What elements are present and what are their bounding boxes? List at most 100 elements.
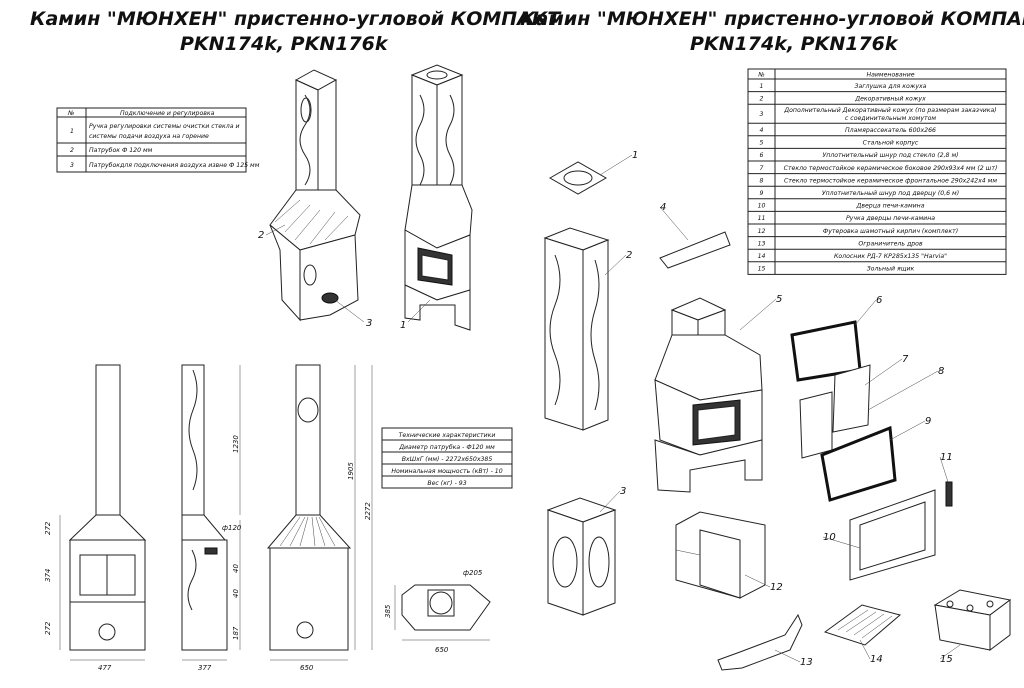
callout-5: 5 (776, 294, 782, 305)
specs-header: Технические характеристики (399, 432, 496, 439)
conn-row-name: системы подачи воздуха на горение (89, 133, 209, 140)
part-7-glass (799, 391, 833, 459)
parts-header-no: № (757, 72, 764, 79)
part-10-door (849, 489, 936, 581)
part-13-log-limiter (717, 613, 803, 671)
callout-10: 10 (823, 532, 836, 543)
back-view (266, 364, 373, 661)
title-right-line1: Камин "МЮНХЕН" пристенно-угловой КОМПАКТ (520, 8, 1024, 30)
callout-13: 13 (800, 657, 813, 668)
callout-8: 8 (938, 366, 944, 377)
parts-row-no: 12 (758, 228, 766, 235)
callout-14: 14 (870, 654, 883, 665)
title-left-line2: PKN174k, PKN176k (180, 33, 389, 55)
conn-header-name: Подключение и регулировка (120, 110, 215, 117)
parts-row-no: 6 (760, 152, 764, 159)
dim-label: 377 (198, 664, 212, 672)
parts-row-no: 8 (760, 177, 764, 184)
parts-row-no: 7 (760, 165, 764, 172)
callout-7: 7 (902, 354, 909, 365)
parts-row-no: 5 (760, 140, 764, 147)
front-view (59, 364, 147, 661)
conn-row-name: Патрубок Ф 120 мм (89, 146, 153, 154)
parts-row-name: Ручка дверцы печи-камина (846, 215, 935, 222)
dim-label: ф120 (222, 524, 242, 532)
dim-label: 650 (435, 646, 449, 654)
callout-2: 2 (258, 230, 264, 241)
dim-label: 650 (300, 664, 314, 672)
conn-row-name: Ручка регулировки системы очистки стекла… (89, 123, 240, 130)
dim-label: ф205 (463, 569, 483, 577)
parts-row-no: 2 (760, 95, 764, 102)
part-15-ash-box (933, 589, 1012, 651)
part-5-body (654, 297, 763, 493)
parts-row-no: 15 (758, 266, 766, 273)
dim-label: 272 (44, 621, 52, 635)
parts-row-no: 10 (758, 203, 766, 210)
iso-view-front (404, 64, 473, 331)
parts-row-no: 9 (760, 190, 764, 197)
dim-label: 272 (44, 521, 52, 535)
parts-header-name: Наименование (866, 72, 914, 79)
dim-label: 385 (384, 604, 392, 618)
parts-row-name: Заглушка для кожуха (855, 83, 927, 90)
spec-row: Вес (кг) - 93 (427, 480, 466, 487)
dim-label: 2272 (364, 502, 372, 520)
parts-row-name: Футеровка шамотный кирпич (комплект) (823, 228, 958, 235)
parts-row-no: 13 (758, 240, 766, 247)
parts-row-no: 3 (760, 111, 764, 118)
exploded-view (543, 161, 1012, 671)
part-14-grate (823, 604, 902, 646)
parts-row-name: с соединительным хомутом (845, 115, 936, 122)
title-right-line2: PKN174k, PKN176k (690, 33, 899, 55)
callout-15: 15 (940, 654, 953, 665)
parts-row-name: Стекло термостойкое керамическое фронтал… (784, 177, 997, 184)
parts-row-no: 14 (758, 253, 766, 260)
part-9-seal (820, 425, 897, 502)
spec-row: ВхШхГ (мм) - 2272х650х385 (402, 456, 493, 463)
conn-row-no: 3 (70, 162, 74, 169)
conn-row-no: 1 (70, 128, 74, 135)
parts-row-no: 11 (758, 215, 766, 222)
callout-2: 2 (626, 250, 632, 261)
spec-row: Диаметр патрубка - Ф120 мм (398, 443, 495, 451)
part-8-glass (832, 364, 871, 433)
side-view (181, 364, 241, 661)
parts-row-name: Декоративный кожух (854, 95, 926, 102)
part-1-cap (548, 161, 608, 195)
callout-3: 3 (620, 486, 626, 497)
dim-label: 1905 (347, 462, 355, 480)
callout-11: 11 (940, 452, 953, 463)
specs-table: Технические характеристики Диаметр патру… (381, 427, 513, 489)
parts-row-name: Ограничитель дров (858, 240, 923, 247)
parts-row-name: Стекло термостойкое керамическое боковое… (784, 164, 998, 172)
parts-row-no: 1 (760, 83, 764, 90)
part-3-extra-casing (546, 497, 617, 616)
callout-4: 4 (660, 202, 666, 213)
callout-3: 3 (366, 318, 372, 329)
parts-row-name: Дверца печи-камина (855, 203, 924, 210)
callout-6: 6 (876, 295, 882, 306)
spec-row: Номинальная мощность (кВт) - 10 (391, 468, 502, 475)
parts-row-name: Стальной корпус (863, 140, 919, 147)
parts-row-name: Колосник РД-7 КР285х135 "Harvia" (834, 253, 947, 260)
part-11-handle (945, 481, 953, 507)
callout-12: 12 (770, 582, 783, 593)
title-left-line1: Камин "МЮНХЕН" пристенно-угловой КОМПАКТ (30, 8, 562, 30)
parts-row-name: Уплотнительный шнур под стекло (2,8 м) (822, 152, 958, 159)
dim-label: 477 (98, 664, 112, 672)
part-2-casing (543, 227, 610, 431)
callout-1: 1 (400, 320, 406, 331)
parts-row-name: Зольный ящик (867, 266, 915, 273)
part-12-bricks (675, 511, 766, 599)
dim-label: 374 (44, 569, 52, 582)
dim-label: 40 (232, 564, 240, 573)
parts-row-name: Уплотнительный шнур под дверцу (0,6 м) (822, 190, 959, 197)
callout-1: 1 (632, 150, 638, 161)
dim-label: 187 (232, 626, 240, 640)
callout-9: 9 (925, 416, 931, 427)
part-4-deflector (659, 231, 731, 269)
conn-row-no: 2 (70, 147, 74, 154)
